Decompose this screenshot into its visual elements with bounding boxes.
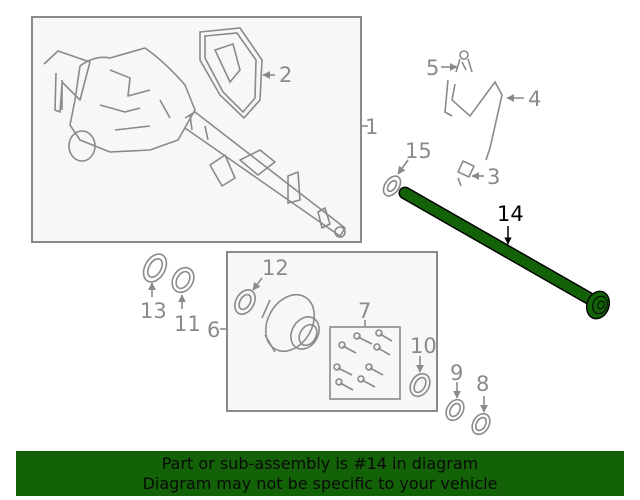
callout-5: 5: [426, 56, 439, 80]
seal-13: [142, 253, 168, 283]
vent-parts: [444, 50, 503, 187]
callout-6: 6: [207, 318, 220, 342]
callout-4: 4: [528, 87, 541, 111]
callout-11: 11: [174, 312, 201, 336]
banner-line-1: Part or sub-assembly is #14 in diagram: [161, 454, 479, 473]
callout-10: 10: [410, 334, 437, 358]
seal-15: [382, 175, 402, 197]
callout-7: 7: [358, 299, 371, 323]
bearing-11: [171, 266, 195, 294]
callout-14: 14: [497, 202, 524, 226]
info-banner: Part or sub-assembly is #14 in diagram D…: [16, 451, 624, 496]
differential-panel: 6 12 7 10: [207, 251, 438, 412]
banner-line-2: Diagram may not be specific to your vehi…: [142, 474, 498, 493]
callout-1: 1: [365, 115, 378, 139]
seal-9: [445, 398, 465, 422]
callout-12: 12: [262, 256, 289, 280]
callout-9: 9: [450, 361, 463, 385]
callout-8: 8: [476, 372, 489, 396]
seal-8: [471, 412, 491, 436]
callout-15: 15: [405, 139, 432, 163]
callout-2: 2: [279, 63, 292, 87]
axle-shaft-14-highlighted[interactable]: [398, 186, 613, 322]
axle-housing-panel: 2 1: [31, 16, 378, 243]
callout-3: 3: [487, 165, 500, 189]
callout-13: 13: [140, 299, 167, 323]
